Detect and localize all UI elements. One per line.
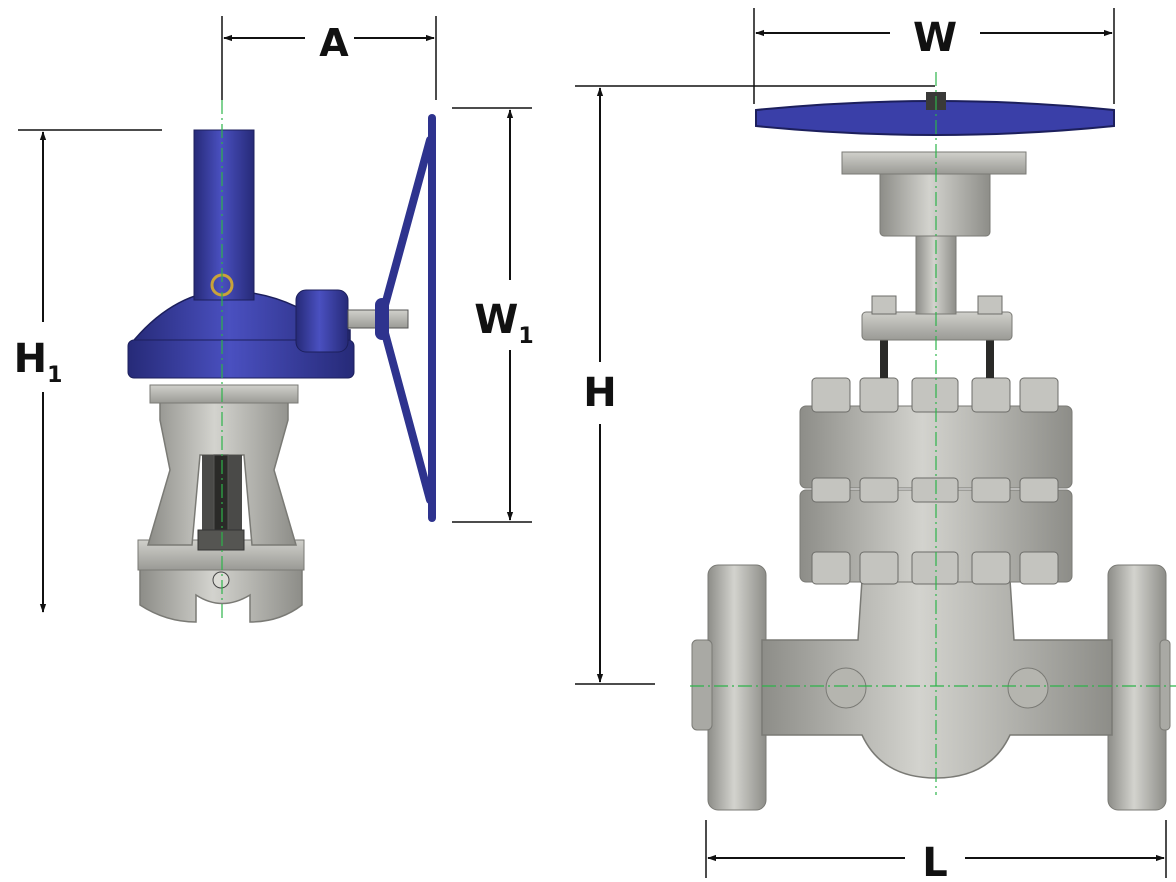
- dimension-label-w: W: [913, 15, 957, 61]
- front-left-flange: [707, 564, 767, 811]
- dimension-a: A: [221, 16, 437, 100]
- dimension-label-w1: W1: [474, 297, 533, 349]
- front-gland-nut-right: [977, 295, 1003, 315]
- dimension-label-h: H: [583, 370, 616, 416]
- side-gear-housing: [295, 289, 349, 353]
- dimension-label-l: L: [922, 840, 948, 882]
- side-coupling-bolt: [212, 571, 230, 589]
- dimension-h: H: [575, 85, 935, 685]
- front-gland-nut-left: [871, 295, 897, 315]
- dimension-w1: W1: [452, 107, 534, 523]
- side-gearbox-rim: [127, 339, 355, 379]
- front-left-raised-face: [691, 639, 713, 731]
- front-body-boss-left: [825, 667, 867, 709]
- side-handwheel: [375, 114, 436, 522]
- dimension-label-h1: H1: [14, 336, 63, 388]
- side-stem-coupling: [197, 529, 245, 551]
- front-flange-nuts-top: [811, 377, 1059, 413]
- side-stem: [213, 454, 229, 536]
- front-gland-studs: [880, 335, 994, 378]
- front-view-valve: [691, 92, 1171, 811]
- side-stem-cover: [193, 129, 255, 301]
- front-right-raised-face: [1159, 639, 1171, 731]
- dimension-label-a: A: [319, 21, 349, 65]
- front-yoke-nut-housing: [879, 169, 991, 237]
- front-flange-nuts-bottom: [811, 551, 1059, 585]
- centerlines: [221, 72, 1176, 795]
- side-yoke: [146, 399, 298, 546]
- front-yoke-top-plate: [841, 151, 1027, 175]
- dimension-l: L: [705, 820, 1167, 882]
- front-flange-nuts-middle: [811, 477, 1059, 503]
- dimension-w: W: [753, 8, 1115, 104]
- dimension-h1: H1: [14, 129, 162, 613]
- front-valve-body: [761, 579, 1113, 779]
- front-right-flange: [1107, 564, 1167, 811]
- front-gland-flange: [861, 311, 1013, 341]
- side-adapter-plate: [149, 384, 299, 404]
- side-view-valve: [127, 114, 436, 623]
- front-handwheel: [755, 100, 1115, 136]
- front-body-boss-right: [1007, 667, 1049, 709]
